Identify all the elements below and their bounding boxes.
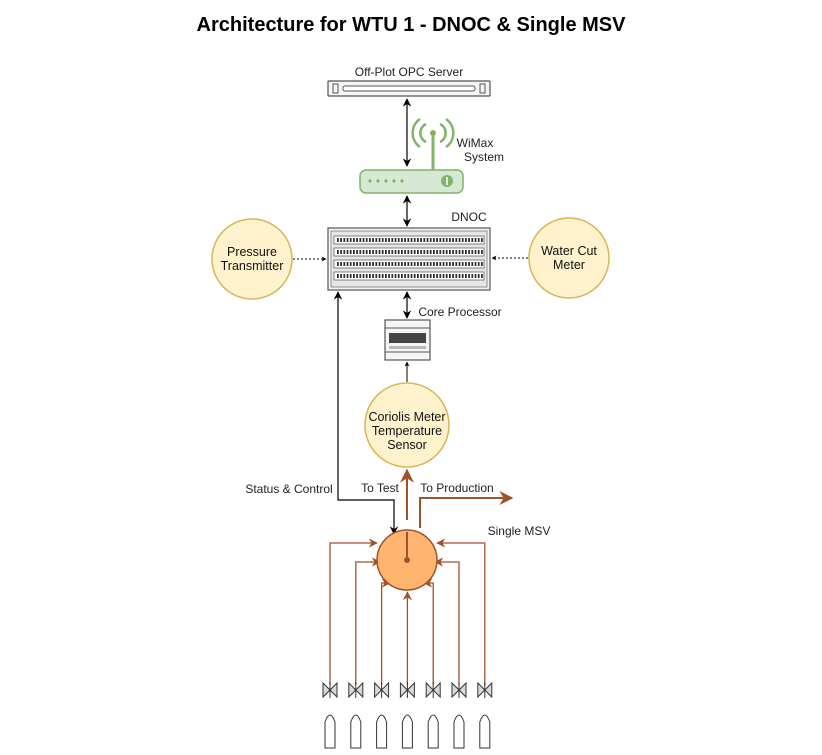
- coriolis-label-line3: Sensor: [387, 438, 427, 452]
- coriolis-meter-node: Coriolis Meter Temperature Sensor: [364, 382, 450, 468]
- single-msv: [376, 529, 438, 591]
- status-control-link: [333, 291, 399, 535]
- dnoc-port-row: [333, 259, 485, 269]
- watercut-label-line1: Water Cut: [541, 244, 597, 258]
- watercut-label-line2: Meter: [553, 258, 585, 272]
- core-processor-icon: [384, 319, 431, 361]
- dnoc-port-row: [333, 235, 485, 245]
- pressure-label-line2: Transmitter: [221, 259, 284, 273]
- flowline-pipe: [380, 578, 391, 685]
- valve-icon[interactable]: [374, 681, 390, 699]
- wimax-router-icon: [359, 117, 464, 194]
- opc-server-label: Off-Plot OPC Server: [355, 65, 463, 79]
- flowline-pipe: [355, 557, 381, 685]
- well-head-icon: [376, 714, 388, 749]
- flowline-pipe: [423, 578, 434, 685]
- dnoc-port-row: [333, 271, 485, 281]
- flowline-pipe: [434, 557, 460, 685]
- valve-icon[interactable]: [477, 681, 493, 699]
- pressure-label-line1: Pressure: [227, 245, 277, 259]
- to-production-pipe: [419, 491, 514, 528]
- dnoc-panel: [327, 227, 491, 291]
- well-head-icon: [427, 714, 439, 749]
- to-test-label: To Test: [361, 481, 399, 495]
- coriolis-label-line1: Coriolis Meter: [368, 410, 445, 424]
- status-control-label: Status & Control: [245, 482, 332, 496]
- valve-icon[interactable]: [399, 681, 415, 699]
- dnoc-port-row: [333, 247, 485, 257]
- wimax-label-line2: System: [464, 150, 504, 164]
- flowline-pipe: [329, 538, 378, 685]
- dnoc-label: DNOC: [451, 210, 487, 224]
- opc-server: [327, 80, 491, 97]
- well-head-icon: [324, 714, 336, 749]
- valve-icon[interactable]: [348, 681, 364, 699]
- diagram-title: Architecture for WTU 1 - DNOC & Single M…: [197, 14, 627, 36]
- well-head-icon: [401, 714, 413, 749]
- well-head-icon: [453, 714, 465, 749]
- well-head-icon: [479, 714, 491, 749]
- valve-icon[interactable]: [425, 681, 441, 699]
- valve-icon[interactable]: [322, 681, 338, 699]
- flowline-pipe: [436, 538, 486, 685]
- to-production-label: To Production: [420, 481, 493, 495]
- well-head-icon: [350, 714, 362, 749]
- wimax-label-line1: WiMax: [457, 136, 494, 150]
- coriolis-label-line2: Temperature: [372, 424, 442, 438]
- pressure-transmitter-node: Pressure Transmitter: [211, 218, 293, 300]
- core-processor-label: Core Processor: [418, 305, 501, 319]
- well-group: [322, 681, 493, 749]
- single-msv-label: Single MSV: [488, 524, 551, 538]
- water-cut-meter-node: Water Cut Meter: [528, 217, 610, 299]
- valve-icon[interactable]: [451, 681, 467, 699]
